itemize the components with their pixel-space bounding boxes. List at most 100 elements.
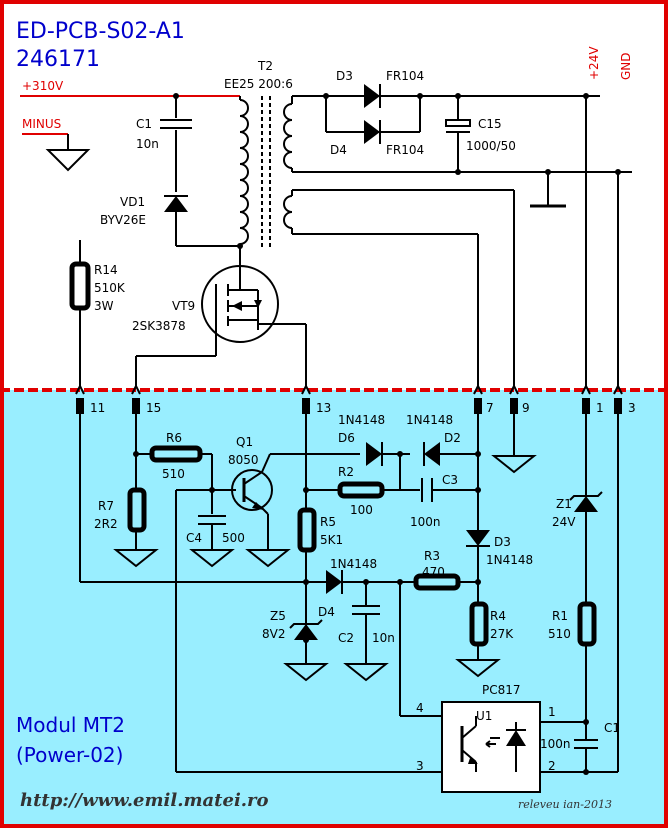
- net-24v-label: +24V: [587, 46, 601, 80]
- c3-ref: C3: [442, 473, 458, 487]
- transformer-t2-icon: [239, 96, 293, 250]
- minus-ground-icon: [22, 133, 91, 172]
- t2-value: EE25 200:6: [224, 77, 293, 91]
- c15-value: 1000/50: [466, 139, 516, 153]
- u1-ref: U1: [476, 709, 492, 723]
- z5-value: 8V2: [262, 627, 285, 641]
- d4a-ref: D4: [330, 143, 347, 157]
- u1-value: PC817: [482, 683, 521, 697]
- mosfet-vt9-icon: [201, 246, 279, 343]
- r14-ref: R14: [94, 263, 118, 277]
- q1-collector-wire: [261, 453, 271, 473]
- u1-pin2-label: 2: [548, 759, 556, 773]
- title-line-2: 246171: [16, 47, 100, 72]
- r2-ref: R2: [338, 465, 354, 479]
- d3b-value: 1N4148: [486, 553, 533, 567]
- top-board-area: [0, 0, 668, 390]
- d2-ref: D2: [444, 431, 461, 445]
- connector-pin-13: 13: [301, 383, 331, 415]
- diode-d2-icon: [423, 442, 440, 466]
- junction-dots: [133, 93, 621, 775]
- footer-url: http://www.emil.matei.ro: [20, 790, 269, 811]
- r3-value: 470: [422, 565, 445, 579]
- module-line-1: Modul MT2: [16, 713, 125, 737]
- svg-text:13: 13: [316, 401, 331, 415]
- vt9-value: 2SK3878: [132, 319, 186, 333]
- diode-vd1-icon: [164, 195, 188, 212]
- q1-ref: Q1: [236, 435, 253, 449]
- r5-value: 5K1: [320, 533, 343, 547]
- connector-pin-9: 9: [509, 383, 530, 415]
- r6-value: 510: [162, 467, 185, 481]
- net-minus-label: MINUS: [22, 117, 61, 131]
- d3a-value: FR104: [386, 69, 424, 83]
- r1-ref: R1: [552, 609, 568, 623]
- title-line-1: ED-PCB-S02-A1: [16, 19, 185, 44]
- transistor-q1-icon: [231, 469, 273, 511]
- d4a-value: FR104: [386, 143, 424, 157]
- u1-pin1-label: 1: [548, 705, 556, 719]
- svg-text:3: 3: [628, 401, 636, 415]
- c3-value: 100n: [410, 515, 441, 529]
- capacitor-c1-icon: [160, 119, 192, 129]
- c1a-ref: C1: [136, 117, 152, 131]
- module-area: [0, 390, 668, 828]
- connector-pin-15: 15: [131, 383, 161, 415]
- svg-text:1: 1: [596, 401, 604, 415]
- vt9-ref: VT9: [172, 299, 195, 313]
- footer-note: releveu ian-2013: [518, 798, 612, 811]
- svg-text:9: 9: [522, 401, 530, 415]
- c1b-ref: C1: [604, 721, 620, 735]
- c2-value: 10n: [372, 631, 395, 645]
- r5-ref: R5: [320, 515, 336, 529]
- zener-z1-icon: [569, 491, 603, 512]
- r4-ground-icon: [455, 659, 501, 678]
- svg-text:7: 7: [486, 401, 494, 415]
- r7-ref: R7: [98, 499, 114, 513]
- connector-pin-7: 7: [473, 383, 494, 415]
- r4-value: 27K: [490, 627, 514, 641]
- u1-pin3-label: 3: [416, 759, 424, 773]
- zener-z5-icon: [289, 619, 323, 640]
- vd1-value: BYV26E: [100, 213, 146, 227]
- r7-value: 2R2: [94, 517, 118, 531]
- diode-d4-fr104-icon: [364, 120, 381, 144]
- z1-value: 24V: [552, 515, 576, 529]
- chassis-ground-icon: [530, 172, 566, 208]
- q1-emitter-wire: [261, 507, 269, 515]
- r4-ref: R4: [490, 609, 506, 623]
- connector-pin-11: 11: [75, 383, 105, 415]
- d4b-value: 1N4148: [330, 557, 377, 571]
- c15-ref: C15: [478, 117, 502, 131]
- d2-value: 1N4148: [406, 413, 453, 427]
- u1-pin4-label: 4: [416, 701, 424, 715]
- d6-ref: D6: [338, 431, 355, 445]
- z5-ground-icon: [283, 663, 329, 682]
- t2-ref: T2: [257, 59, 273, 73]
- module-line-2: (Power-02): [16, 743, 123, 767]
- net-gnd-label: GND: [619, 52, 633, 80]
- net-310v-label: +310V: [22, 79, 64, 93]
- connector-pin-3: 3: [613, 383, 636, 415]
- r7-ground-icon: [113, 549, 159, 568]
- diode-d3-fr104-icon: [364, 84, 381, 108]
- c1b-value: 100n: [540, 737, 571, 751]
- r2-value: 100: [350, 503, 373, 517]
- c1a-value: 10n: [136, 137, 159, 151]
- d4b-ref: D4: [318, 605, 335, 619]
- optocoupler-u1-icon: [441, 701, 541, 793]
- r6-ref: R6: [166, 431, 182, 445]
- svg-text:15: 15: [146, 401, 161, 415]
- vd1-ref: VD1: [120, 195, 145, 209]
- pin9-ground-icon: [491, 455, 537, 474]
- r3-ref: R3: [424, 549, 440, 563]
- q1-value: 8050: [228, 453, 259, 467]
- connector-pin-1: 1: [581, 383, 604, 415]
- z5-ref: Z5: [270, 609, 286, 623]
- c4-value: 500: [222, 531, 245, 545]
- c4-ground-icon: [189, 549, 235, 568]
- r14-value: 510K: [94, 281, 126, 295]
